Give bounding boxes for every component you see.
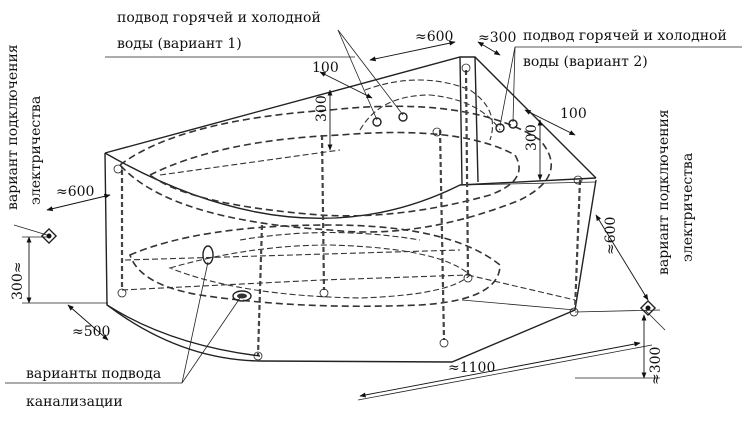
dim-500: ≈500 — [72, 324, 110, 340]
labels: подвод горячей и холодной воды (вариант … — [5, 10, 727, 410]
label-elec-right-line1: вариант подключения — [656, 109, 672, 275]
label-hot-cold-v2-line1: подвод горячей и холодной — [523, 28, 727, 44]
dim-300-left-bottom: 300≈ — [10, 262, 26, 300]
dim-600-left: ≈600 — [56, 184, 94, 200]
label-elec-right-line2: электричества — [680, 153, 696, 262]
dim-300-top: ≈300 — [478, 30, 516, 46]
label-hot-cold-v1-line2: воды (вариант 1) — [117, 36, 242, 52]
label-elec-left-line2: электричества — [28, 96, 44, 205]
dim-300-left-vert: 300 — [314, 95, 330, 122]
label-sewer-line2: канализации — [26, 394, 123, 410]
leader-lines — [5, 29, 742, 384]
dim-100-right: 100 — [560, 106, 587, 122]
tub-bowl-hidden-lines — [118, 79, 552, 308]
dimension-values: 100 300 ≈600 ≈300 100 300 ≈600 300≈ ≈500… — [10, 29, 664, 385]
label-hot-cold-v2-line2: воды (вариант 2) — [523, 54, 648, 70]
electrical-connector-right — [639, 299, 657, 317]
dim-600-right: ≈600 — [603, 217, 619, 255]
dim-300-right-vert: 300 — [524, 124, 540, 151]
dim-1100: ≈1100 — [448, 360, 495, 376]
dimension-lines — [22, 40, 661, 401]
drain-fittings — [202, 112, 518, 302]
dim-300-bottom-right: ≈300 — [648, 347, 664, 385]
electrical-connector-left — [40, 227, 58, 245]
tub-box-outline — [104, 56, 597, 363]
label-hot-cold-v1-line1: подвод горячей и холодной — [117, 10, 321, 26]
label-elec-left-line1: вариант подключения — [5, 44, 21, 210]
label-sewer-line1: варианты подвода — [26, 366, 161, 382]
dim-100-left: 100 — [312, 60, 339, 76]
dim-600-top: ≈600 — [415, 29, 453, 45]
